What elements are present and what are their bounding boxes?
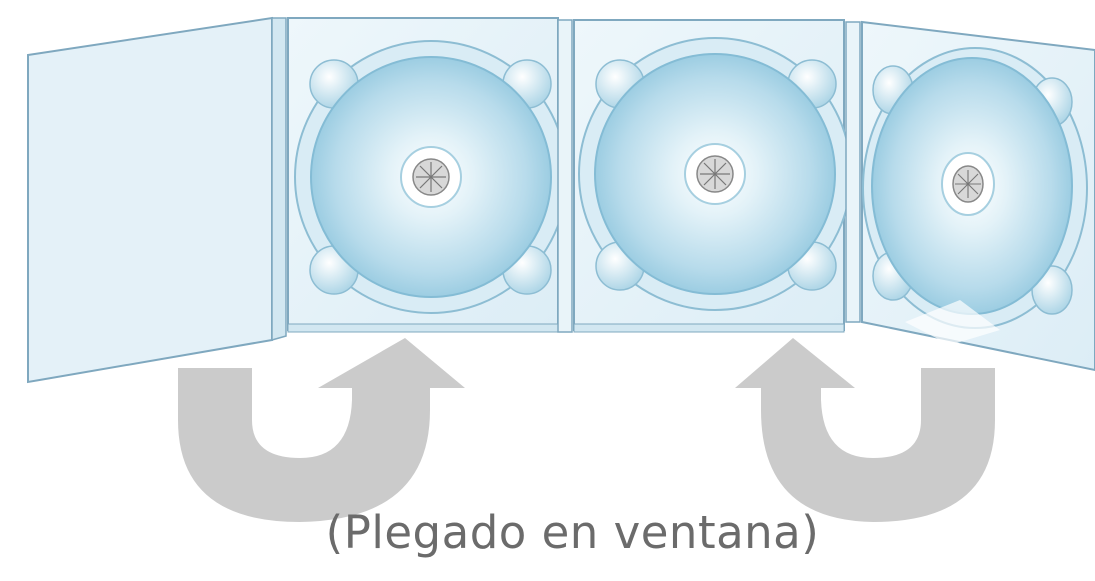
tray-panel-2 xyxy=(573,19,852,333)
cd-tray-2 xyxy=(578,37,852,311)
u-turn-arrow-up-icon xyxy=(735,338,995,522)
cd-tray-1 xyxy=(294,40,568,314)
tray-panel-1 xyxy=(287,17,568,333)
tray-panel-3 xyxy=(861,20,1095,372)
hinge-1 xyxy=(557,19,573,333)
caption-text: (Plegado en ventana) xyxy=(325,506,820,559)
u-turn-arrow-up-icon xyxy=(178,338,465,522)
left-cover-flap xyxy=(27,16,287,384)
cd-tray-3 xyxy=(862,47,1088,345)
hinge-2 xyxy=(845,21,861,323)
